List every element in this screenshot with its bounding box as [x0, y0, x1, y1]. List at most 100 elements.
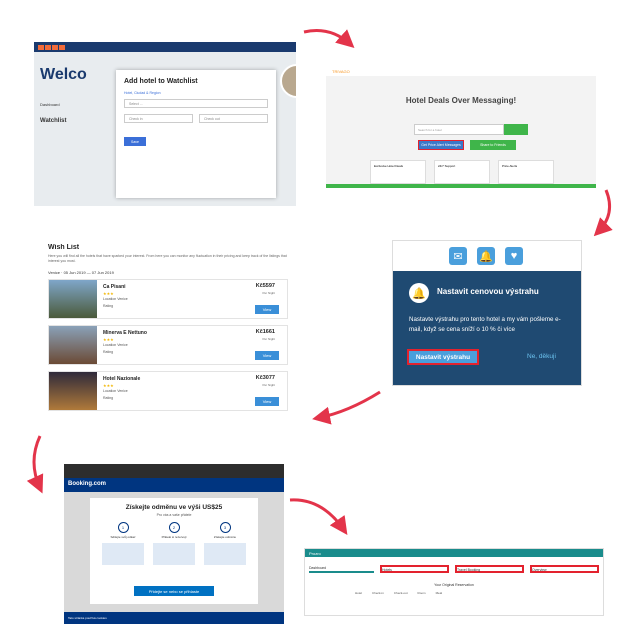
panel-hotel-deals: TRIVAGO Hotel Deals Over Messaging! Sear… — [326, 66, 596, 188]
modal-title: Add hotel to Watchlist — [124, 78, 198, 85]
star-rating: ★★★ — [103, 291, 114, 296]
feature-card: 24/7 Support — [434, 160, 490, 184]
step-item: 1 Sdílejte svůj odkaz — [102, 522, 144, 565]
step-item: 3 Získejte odměnu — [204, 522, 246, 565]
tab-overview[interactable]: Overview — [530, 565, 599, 573]
join-button[interactable]: Přidejte se nebo se přihlaste — [134, 586, 214, 596]
hotel-price: Kč5597 — [255, 283, 275, 289]
hotel-name[interactable]: Minerva E Nettuno — [103, 330, 147, 336]
hotel-card: Ca Pisani ★★★ Location Venice Rating Kč5… — [48, 279, 288, 319]
arrow-2 — [593, 189, 613, 237]
tab-hotels[interactable]: Hotels — [380, 565, 449, 573]
info-item: Meal — [435, 591, 443, 595]
per-night: Per Night — [262, 337, 275, 341]
brand-logo — [38, 44, 65, 50]
step-illustration — [153, 543, 195, 565]
tab-row: Dashboard Hotels Travel Booking Overview — [309, 565, 599, 573]
hotel-rating: Rating — [103, 350, 114, 354]
alert-dialog: 🔔 Nastavit cenovou výstrahu Nastavte výs… — [393, 271, 581, 385]
checkin-input[interactable]: Check in — [124, 114, 193, 123]
page-title: Hotel Deals Over Messaging! — [405, 96, 517, 105]
step-illustration — [204, 543, 246, 565]
step-item: 2 Přátelé si rezervují — [153, 522, 195, 565]
heart-icon[interactable]: ♥ — [505, 247, 523, 265]
side-heading-watchlist: Watchlist — [40, 118, 67, 124]
side-link-dashboard[interactable]: Dashboard — [40, 102, 60, 107]
view-button[interactable]: View — [255, 351, 279, 360]
alert-title: Nastavit cenovou výstrahu — [437, 287, 539, 296]
save-button[interactable]: Save — [124, 137, 146, 146]
add-hotel-modal: Add hotel to Watchlist Hotel, Ciudad & R… — [116, 70, 276, 198]
panel-watchlist: Welco Dashboard Watchlist Add hotel to W… — [34, 42, 296, 206]
info-item: Check-out — [393, 591, 408, 595]
star-rating: ★★★ — [103, 337, 114, 342]
panel-price-alert: ✉ 🔔 ♥ 🔔 Nastavit cenovou výstrahu Nastav… — [392, 240, 582, 386]
referral-modal: Získejte odměnu ve výši US$25 Pro vás a … — [90, 498, 258, 604]
reservation-title: Your Original Reservation — [434, 583, 474, 587]
arrow-4 — [26, 435, 44, 494]
modal-subtitle: Pro vás a vaše přátele — [156, 513, 192, 517]
bell-icon[interactable]: 🔔 — [477, 247, 495, 265]
location-dates: Venice · 05 Jun 2019 — 07 Jun 2019 — [48, 270, 114, 275]
cookie-banner: Tato stránka používá cookies — [64, 612, 284, 624]
welcome-heading: Welco — [40, 66, 87, 83]
tab-dashboard[interactable]: Dashboard — [309, 565, 374, 573]
step-number: 3 — [219, 522, 231, 533]
hotel-location: Location Venice — [103, 389, 128, 393]
brand-bar: Prozro — [305, 549, 603, 557]
place-input[interactable]: Select ... — [124, 99, 268, 108]
top-nav — [34, 42, 296, 52]
steps: 1 Sdílejte svůj odkaz 2 Přátelé si rezer… — [102, 522, 246, 565]
per-night: Per Night — [262, 291, 275, 295]
view-button[interactable]: View — [255, 305, 279, 314]
step-illustration — [102, 543, 144, 565]
search-input[interactable]: Search for a hotel — [414, 124, 504, 135]
arrow-3 — [312, 390, 381, 425]
hotel-name[interactable]: Hotel Nazionale — [103, 376, 141, 382]
feature-card: Exclusive Hotel Deals — [370, 160, 426, 184]
step-text: Získejte odměnu — [213, 535, 237, 539]
page-title: Wish List — [48, 244, 80, 251]
panel-reservation: Prozro Dashboard Hotels Travel Booking O… — [304, 548, 604, 616]
per-night: Per Night — [262, 383, 275, 387]
info-item: Check-in — [372, 591, 384, 595]
set-alert-button[interactable]: Nastavit výstrahu — [407, 349, 479, 365]
step-number: 2 — [168, 522, 180, 533]
star-rating: ★★★ — [103, 383, 114, 388]
hotel-rating: Rating — [103, 304, 114, 308]
arrow-1 — [303, 29, 355, 49]
hotel-card: Minerva E Nettuno ★★★ Location Venice Ra… — [48, 325, 288, 365]
step-text: Přátelé si rezervují — [161, 535, 187, 539]
search-button[interactable] — [504, 124, 528, 135]
hotel-location: Location Venice — [103, 343, 128, 347]
bell-icon: 🔔 — [409, 283, 429, 303]
hotel-photo — [49, 326, 97, 364]
icon-row: ✉ 🔔 ♥ — [449, 247, 523, 265]
hotel-price: Kč3077 — [255, 375, 275, 381]
panel-booking-referral: Booking.com Získejte odměnu ve výši US$2… — [64, 464, 284, 624]
feature-card: Price Alerts — [498, 160, 554, 184]
panel-wish-list: Wish List Here you will find all the hot… — [46, 244, 290, 436]
step-text: Sdílejte svůj odkaz — [110, 535, 136, 539]
hotel-name[interactable]: Ca Pisani — [103, 284, 126, 290]
arrow-5 — [289, 498, 348, 535]
tab-travel-booking[interactable]: Travel Booking — [455, 565, 524, 573]
alert-description: Nastavte výstrahu pro tento hotel a my v… — [409, 316, 561, 333]
reservation-info: Hotel Check-in Check-out Room Meal — [355, 591, 593, 595]
info-item: Room — [417, 591, 426, 595]
mail-icon[interactable]: ✉ — [449, 247, 467, 265]
share-button[interactable]: Share to Friends — [470, 140, 516, 150]
modal-link[interactable]: Hotel, Ciudad & Region — [124, 91, 161, 95]
view-button[interactable]: View — [255, 397, 279, 406]
browser-chrome — [64, 464, 284, 478]
decline-link[interactable]: Ne, děkuji — [527, 353, 556, 360]
price-alert-button[interactable]: Get Price Alert Messages — [418, 140, 464, 150]
hotel-photo — [49, 372, 97, 410]
hotel-photo — [49, 280, 97, 318]
header: TRIVAGO — [326, 66, 596, 76]
checkout-input[interactable]: Check out — [199, 114, 268, 123]
brand-name: Booking.com — [64, 478, 284, 492]
brand-name: TRIVAGO — [332, 68, 350, 74]
hotel-rating: Rating — [103, 396, 114, 400]
